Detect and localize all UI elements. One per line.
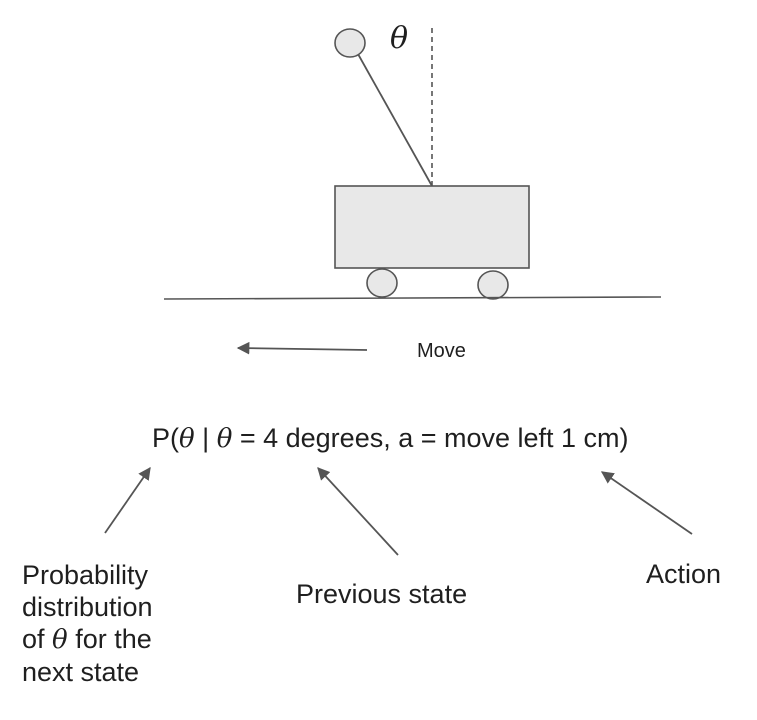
action-annotation: Action	[646, 559, 722, 589]
probability-arrow	[104, 466, 151, 534]
previous-state-arrow	[317, 467, 399, 556]
cart-wheel-right	[477, 270, 509, 300]
formula-theta-previous: θ	[216, 424, 233, 454]
annotation-line: Probability	[22, 560, 149, 590]
annotation-line: of θ for the	[22, 623, 153, 656]
action-arrow	[600, 471, 693, 535]
ground-line	[163, 296, 662, 300]
pole	[357, 53, 433, 187]
formula-prefix: P(	[152, 423, 179, 453]
pole-mass	[334, 28, 366, 58]
previous-state-annotation: Previous state	[296, 579, 468, 609]
annotation-line: next state	[22, 657, 140, 687]
formula-theta-next: θ	[179, 424, 195, 454]
annotation-text: for the	[67, 624, 152, 654]
formula-condition: = 4 degrees, a = move left 1 cm)	[232, 423, 629, 453]
move-arrow	[236, 341, 368, 355]
theta-angle-label: θ	[390, 21, 409, 56]
cart-body	[334, 185, 530, 269]
probability-distribution-annotation: Probability distribution of θ for the ne…	[22, 559, 153, 688]
annotation-text: of	[22, 624, 53, 654]
move-label: Move	[417, 340, 466, 362]
annotation-theta: θ	[52, 625, 68, 655]
cart-wheel-left	[366, 268, 398, 298]
formula-given-bar: |	[194, 423, 217, 453]
probability-formula: P(θ | θ = 4 degrees, a = move left 1 cm)	[152, 422, 629, 455]
annotation-line: distribution	[22, 592, 153, 622]
